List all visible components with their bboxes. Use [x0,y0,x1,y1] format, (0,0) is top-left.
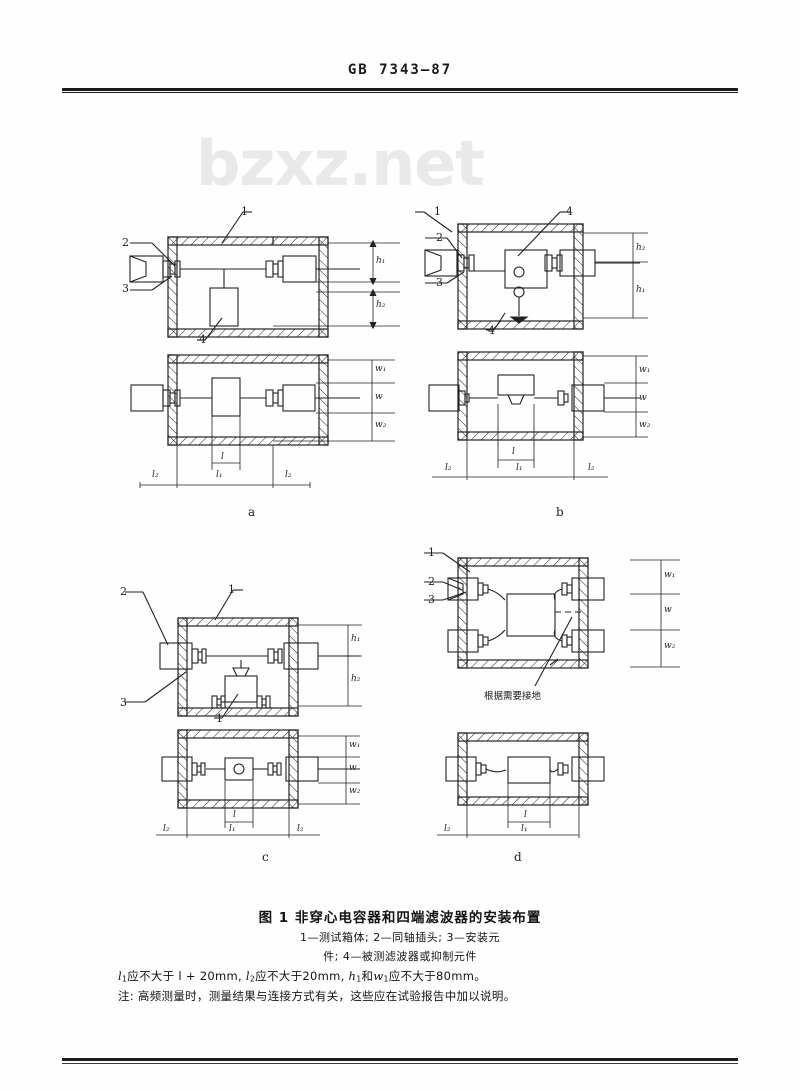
dim-l-b: l [512,447,515,457]
callout-1-d: 1 [428,546,435,559]
note-symbol-w1: w [373,969,384,983]
dim-w1-b: w₁ [639,365,651,375]
header-rule [62,88,738,91]
callout-1-b: 1 [434,205,441,218]
dim-h2-b: h₂ [636,243,646,253]
note-symbol-l2: l [245,969,250,983]
callout-3-a: 3 [122,282,129,295]
diagram-a-lower [130,354,395,488]
callout-3-b: 3 [436,276,443,289]
dim-h1-b: h₁ [636,285,646,295]
note-symbol-l1: l [118,969,122,983]
dim-h1-c: h₁ [351,634,361,644]
dim-l2-b-left: l₂ [445,463,452,473]
dim-w-c: w [349,763,357,773]
subfigure-label-a: a [248,505,256,519]
callout-4-b-bottom: 4 [488,324,495,337]
dim-w-d: w [664,605,672,615]
dim-l-a: l [221,452,224,462]
note-sub-4: 1 [383,974,389,984]
callout-2-c: 2 [120,585,127,598]
dim-w2-c: w₂ [349,786,361,796]
dim-l2-b-right: l₂ [588,463,595,473]
dim-w1-c: w₁ [349,740,361,750]
dim-w-a: w [375,392,383,402]
note-text-1: 应不大于 l + 20mm, [127,969,246,983]
callout-2-d: 2 [428,575,435,588]
dim-h2-c: h₂ [351,674,361,684]
dim-l1-a: l₁ [216,470,223,480]
note-text-3: 和 [361,969,374,983]
grounding-annotation: 根据需要接地 [484,691,542,702]
dim-l-d: l [524,810,527,820]
diagram-b-upper [415,211,648,331]
note-text-2: 应不大于20mm, [255,969,349,983]
figure-legend-line2: 件; 4—被测滤波器或抑制元件 [323,950,477,963]
dim-w2-d: w₂ [664,641,676,651]
dim-w2-a: w₂ [375,420,387,430]
watermark: bzxz.net [196,127,485,200]
dim-h1-a: h₁ [376,256,386,266]
dimension-note: l1应不大于 l + 20mm, l2应不大于20mm, h1和w1应不大于80… [118,968,718,984]
callout-1-a: 1 [241,205,248,218]
footer-rule [62,1058,738,1061]
dim-w1-d: w₁ [664,570,676,580]
footer-rule-thin [62,1063,738,1064]
page-title: GB 7343—87 [347,62,453,78]
dim-w1-a: w₁ [375,364,387,374]
figure-legend-line1: 1—测试箱体; 2—同轴插头; 3—安装元 [300,931,500,944]
subfigure-label-c: c [262,850,269,864]
dim-l1-c: l₁ [229,824,236,834]
diagram-b-lower [428,351,648,480]
diagram-c-lower [156,729,360,838]
dim-l-c: l [233,810,236,820]
note-sub-3: 1 [356,974,362,984]
dim-l1-d: l₁ [521,824,528,834]
figure-caption-title: 图 1 非穿心电容器和四端滤波器的安装布置 [258,910,542,926]
callout-1-c2: 1 [216,712,223,725]
subfigure-label-d: d [514,850,522,864]
subfigure-label-b: b [556,505,564,519]
note-sub-2: 2 [249,974,256,984]
dim-w-b: w [639,393,647,403]
dim-l2-c-right: l₂ [297,824,304,834]
diagram-d-upper [424,552,680,687]
dim-l2-a-left: l₂ [152,470,159,480]
callout-2-b: 2 [436,231,443,244]
header-rule-thin [62,92,738,93]
dim-l1-b: l₁ [516,463,523,473]
diagram-a-upper [129,211,400,341]
dim-l2-c-left: l₂ [163,824,170,834]
diagram-d-lower [437,732,605,838]
note-symbol-h1: h [348,969,357,983]
measurement-note: 注: 高频测量时，测量结果与连接方式有关，这些应在试验报告中加以说明。 [118,989,516,1003]
note-sub-1: 1 [121,974,128,984]
callout-3-c: 3 [120,696,127,709]
dim-l2-a-right: l₂ [285,470,292,480]
diagram-c-upper [125,589,362,719]
dim-w2-b: w₂ [639,420,651,430]
dim-h2-a: h₂ [376,300,386,310]
callout-4-a: 4 [199,333,206,346]
callout-3-d: 3 [428,593,435,606]
note-text-4: 应不大于80mm。 [388,969,487,983]
dim-l2-d: l₂ [444,824,451,834]
callout-1-c: 1 [228,583,235,596]
callout-2-a: 2 [122,236,129,249]
callout-4-b-top: 4 [566,205,573,218]
